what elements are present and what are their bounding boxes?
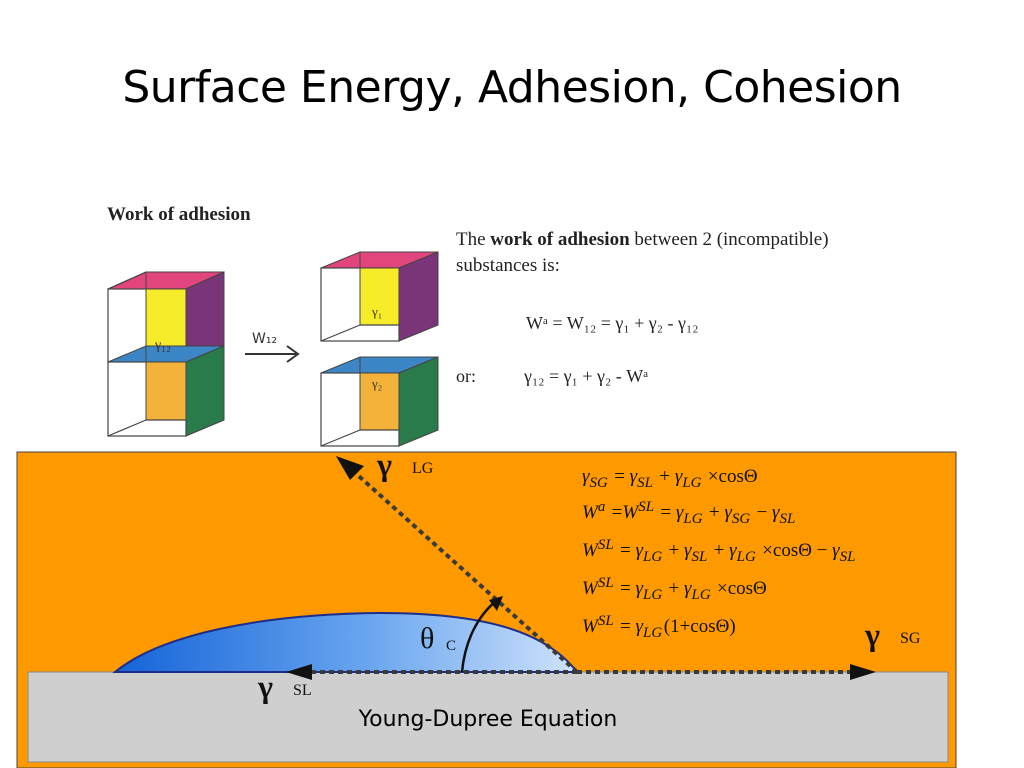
separation-arrow: W₁₂ [245, 331, 300, 363]
young-dupree-panel: γ LG γ SG γ SL θ C γSG = γSL + γLG ×cosΘ… [16, 446, 957, 768]
gamma-sl-symbol: γ [257, 668, 273, 704]
young-equations: γSG = γSL + γLG ×cosΘ Wa =WSL = γLG + γSG… [582, 466, 857, 641]
top-cube-label: γ₁ [371, 304, 382, 319]
young-equation-4: WSL = γLG + γLG ×cosΘ [582, 575, 767, 603]
theta-sub: C [446, 638, 456, 654]
separated-cube-bottom: γ₂ [320, 356, 439, 447]
adhesion-text-line1: The work of adhesion between 2 (incompat… [456, 228, 829, 252]
young-equation-3: WSL = γLG + γSL + γLG ×cosΘ − γSL [582, 537, 857, 565]
cube-inner-gold [145, 361, 187, 421]
contact-angle-arc [460, 600, 497, 673]
gamma-lg-sub: LG [412, 460, 434, 477]
separated-cube-top: γ₁ [320, 251, 439, 342]
gamma-sg-symbol: γ [864, 616, 880, 652]
bottom-cube-side-green [398, 356, 439, 447]
young-dupree-caption: Young-Dupree Equation [358, 707, 618, 732]
gamma-lg-symbol: γ [376, 446, 392, 482]
adhesion-equation-2: γ₁₂ = γ₁ + γ₂ - Wᵃ [524, 366, 649, 386]
adhesion-or-label: or: [456, 366, 476, 386]
gamma-sl-sub: SL [293, 682, 312, 699]
bottom-cube-inner-gold [359, 372, 400, 431]
cube-side-green [185, 345, 225, 437]
bottom-cube-label: γ₂ [371, 376, 382, 391]
top-cube-side-purple [398, 251, 439, 342]
cube-interface-label: γ₁₂ [154, 338, 171, 353]
theta-symbol: θ [420, 622, 434, 655]
cube-side-purple [185, 271, 225, 363]
adhesion-text-suffix: between 2 (incompatible) [629, 229, 829, 250]
cube-inner-yellow [145, 288, 187, 356]
arrow-w12-label: W₁₂ [252, 331, 277, 347]
substrate [27, 671, 949, 763]
young-equation-5: WSL = γLG (1+cosΘ) [582, 613, 736, 641]
adhesion-text-bold: work of adhesion [490, 229, 630, 250]
slide-title: Surface Energy, Adhesion, Cohesion [122, 62, 902, 113]
adhesion-text-line2: substances is: [456, 255, 560, 276]
young-equation-2: Wa =WSL = γLG + γSG − γSL [582, 499, 797, 527]
gamma-sg-sub: SG [900, 630, 921, 647]
adhesion-equation-1: Wᵃ = W₁₂ = γ₁ + γ₂ - γ₁₂ [526, 313, 699, 333]
young-equation-1: γSG = γSL + γLG ×cosΘ [582, 466, 758, 491]
combined-cube: γ₁₂ [107, 271, 225, 437]
adhesion-heading: Work of adhesion [107, 204, 251, 225]
adhesion-text-prefix: The [456, 229, 491, 250]
top-cube-inner-yellow [359, 267, 400, 326]
